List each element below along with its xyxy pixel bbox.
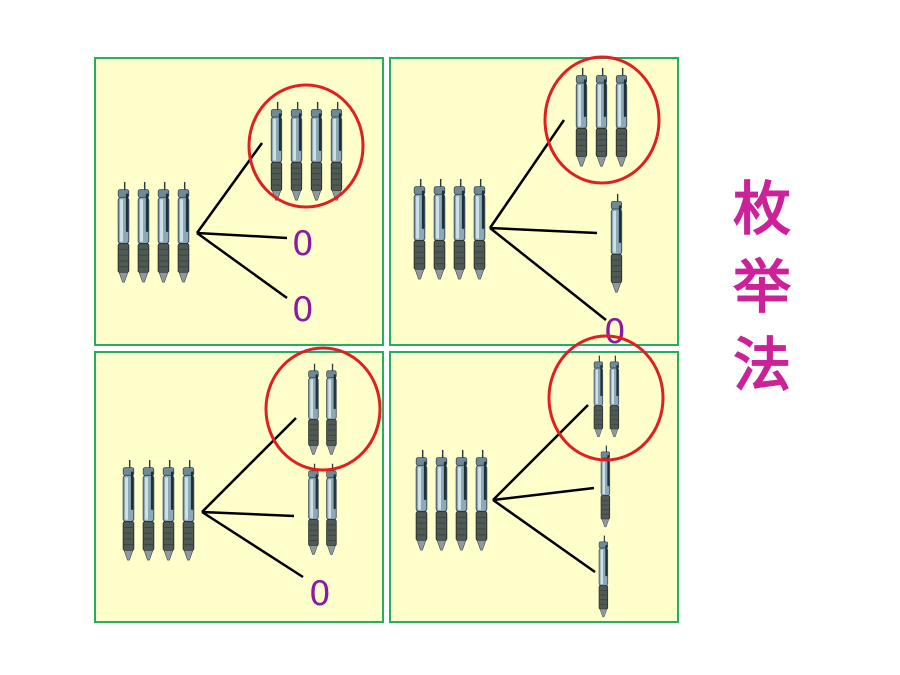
selection-circle — [547, 334, 665, 462]
pen-group — [415, 449, 488, 551]
branch-lines — [492, 404, 596, 574]
panel-1-graphics: 0 0 — [117, 83, 365, 330]
pen — [600, 445, 611, 528]
pen-group — [593, 355, 620, 438]
branch-lines — [201, 417, 304, 579]
selection-circle — [247, 83, 365, 209]
title-char-2: 举 — [732, 253, 791, 321]
pen-group — [122, 459, 195, 561]
title-char-1: 枚 — [732, 175, 791, 243]
selection-circle — [543, 55, 661, 185]
pen-group — [117, 181, 190, 283]
zero-label: 0 — [604, 312, 626, 352]
zero-label: 0 — [292, 224, 314, 264]
title-char-3: 法 — [732, 331, 791, 399]
panel-3-graphics: 0 — [122, 346, 382, 614]
pen-group — [270, 101, 343, 201]
pen-group — [308, 363, 337, 456]
pen-group — [413, 178, 486, 280]
zero-label: 0 — [292, 290, 314, 330]
pen — [610, 193, 623, 293]
zero-label: 0 — [309, 574, 331, 614]
branch-lines — [488, 119, 607, 321]
selection-circle — [264, 346, 382, 472]
panel-4-graphics — [415, 334, 665, 618]
panel-2-graphics: 0 — [413, 55, 661, 352]
pen — [598, 535, 609, 618]
pen-group — [575, 67, 628, 167]
pen-group — [308, 463, 337, 556]
